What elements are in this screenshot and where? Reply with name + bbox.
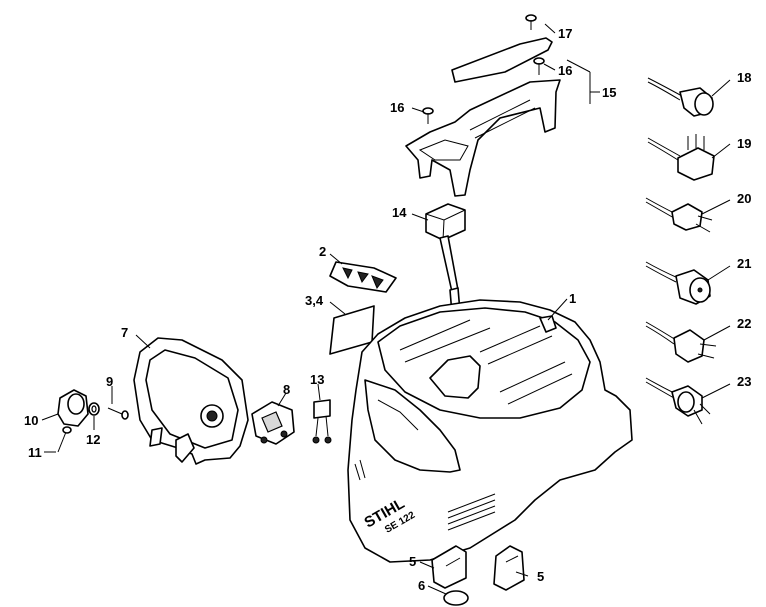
- screw-16-upper: [533, 57, 545, 75]
- callout-16-left: 16: [390, 100, 404, 115]
- leader-lines: [41, 23, 731, 595]
- screw-16-left: [422, 107, 434, 124]
- callout-10: 10: [24, 413, 38, 428]
- callout-22: 22: [737, 316, 751, 331]
- callout-13: 13: [310, 372, 324, 387]
- carrying-handle-15: [405, 37, 561, 197]
- knob-10: [57, 389, 89, 427]
- callout-2: 2: [319, 244, 326, 259]
- capacitor-13: [312, 399, 332, 444]
- callout-5-right: 5: [537, 569, 544, 584]
- callout-20: 20: [737, 191, 751, 206]
- callout-15: 15: [602, 85, 616, 100]
- callout-14: 14: [392, 205, 407, 220]
- callout-18: 18: [737, 70, 751, 85]
- callout-8: 8: [283, 382, 290, 397]
- mains-plug-23: [645, 377, 711, 425]
- mains-plug-20: [645, 197, 713, 233]
- callout-17: 17: [558, 26, 572, 41]
- screw-9: [107, 407, 129, 420]
- callout-7: 7: [121, 325, 128, 340]
- screw-11: [57, 426, 72, 453]
- callout-9: 9: [106, 374, 113, 389]
- bracket-5-left: [431, 545, 467, 589]
- callout-labels: 17 16 15 16 14 2 3,4 1 7 8 13 9 10 11 12…: [24, 26, 751, 593]
- callout-1: 1: [569, 291, 576, 306]
- housing-grille: [354, 459, 496, 531]
- label-2: [329, 261, 397, 293]
- control-panel-7: [133, 337, 249, 465]
- mains-plug-21: [645, 261, 711, 305]
- callout-19: 19: [737, 136, 751, 151]
- washer-12: [88, 402, 100, 416]
- mains-plug-22: [645, 321, 717, 363]
- switch-assembly-8: [251, 401, 295, 445]
- mains-plug-19: [647, 134, 715, 181]
- callout-3-4: 3,4: [305, 293, 324, 308]
- screw-17: [525, 14, 537, 30]
- switch-14: [425, 203, 466, 315]
- callout-23: 23: [737, 374, 751, 389]
- callout-11: 11: [28, 445, 42, 460]
- callout-6: 6: [418, 578, 425, 593]
- mains-plug-18: [647, 77, 714, 117]
- callout-21: 21: [737, 256, 751, 271]
- callout-5-left: 5: [409, 554, 416, 569]
- o-ring-6: [443, 590, 469, 606]
- callout-12: 12: [86, 432, 100, 447]
- callout-16-upper: 16: [558, 63, 572, 78]
- housing-1: STIHL SE 122: [347, 299, 633, 563]
- bracket-5-right: [493, 545, 525, 591]
